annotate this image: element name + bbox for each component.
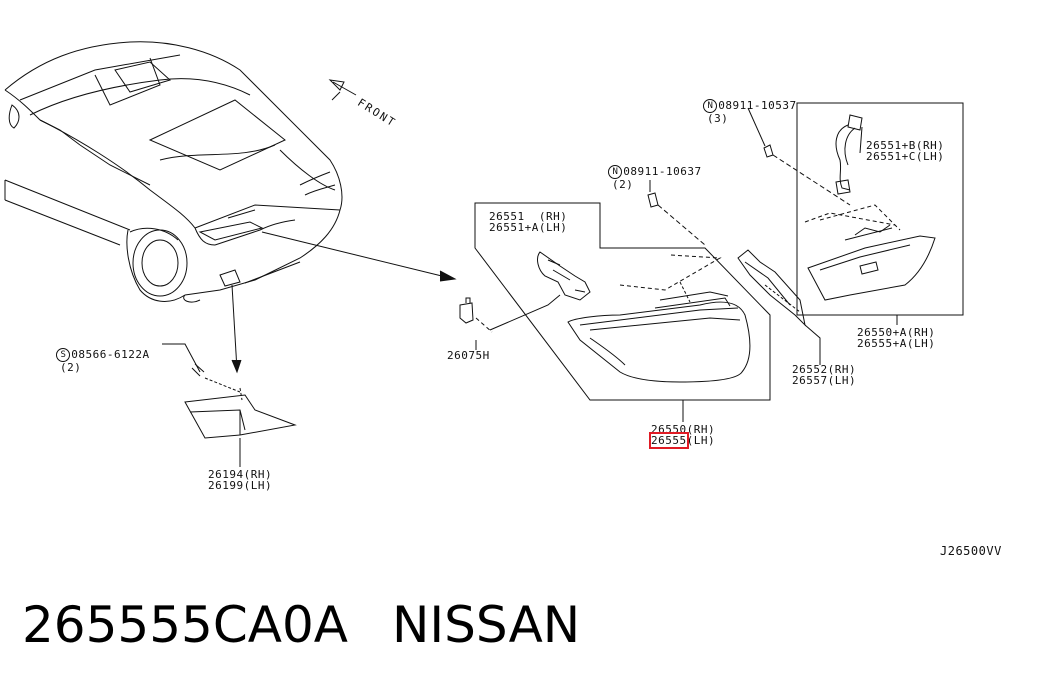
clip-part [459,297,477,350]
drawing-code: J26500VV [940,544,1002,558]
lamp-outer-part [567,254,751,383]
nut-symbol-icon: N [703,99,718,113]
screw-symbol-icon: S [56,348,71,362]
pointer-arrow-lamp [261,231,451,279]
inner-lamp-part [804,204,936,301]
part-label-outer-lamp: 26550(RH)26555(LH) [649,423,716,449]
gasket-part [737,249,821,365]
footer-title: 265555CA0A NISSAN [22,596,580,654]
main-exploded-frame [474,202,771,422]
footer-part-number: 265555CA0A [22,596,349,654]
pointer-arrow-reflector [231,284,238,371]
reflector-part [162,343,297,467]
part-label-clip: 26075H [447,349,490,362]
screw-part-2 [747,107,851,206]
fastener-quantity: (3) [707,112,729,125]
fastener-quantity: (2) [60,361,82,374]
footer-brand: NISSAN [392,596,581,654]
part-label-inner-lamp: 26550+A(RH)26555+A(LH) [857,326,936,350]
car-illustration [4,41,343,303]
screw-part [647,180,706,246]
fastener-part-number: 08911-10637 [623,165,702,178]
part-label-reflector: 26194(RH)26199(LH) [208,468,273,492]
nut-symbol-icon: N [608,165,623,179]
socket-part [537,251,591,301]
part-label-gasket: 26552(RH)26557(LH) [792,363,857,387]
fastener-part-number: 08911-10537 [718,99,797,112]
part-label-inner-socket: 26551+B(RH)26551+C(LH) [866,139,945,163]
highlighted-part-number: 26555 [649,432,689,449]
fastener-part-number: 08566-6122A [71,348,150,361]
part-label-socket: 26551 (RH)26551+A(LH) [489,210,568,234]
fastener-quantity: (2) [612,178,634,191]
inner-socket-part [835,114,863,195]
front-arrow-icon [328,79,357,101]
inner-lamp-frame [796,102,964,325]
